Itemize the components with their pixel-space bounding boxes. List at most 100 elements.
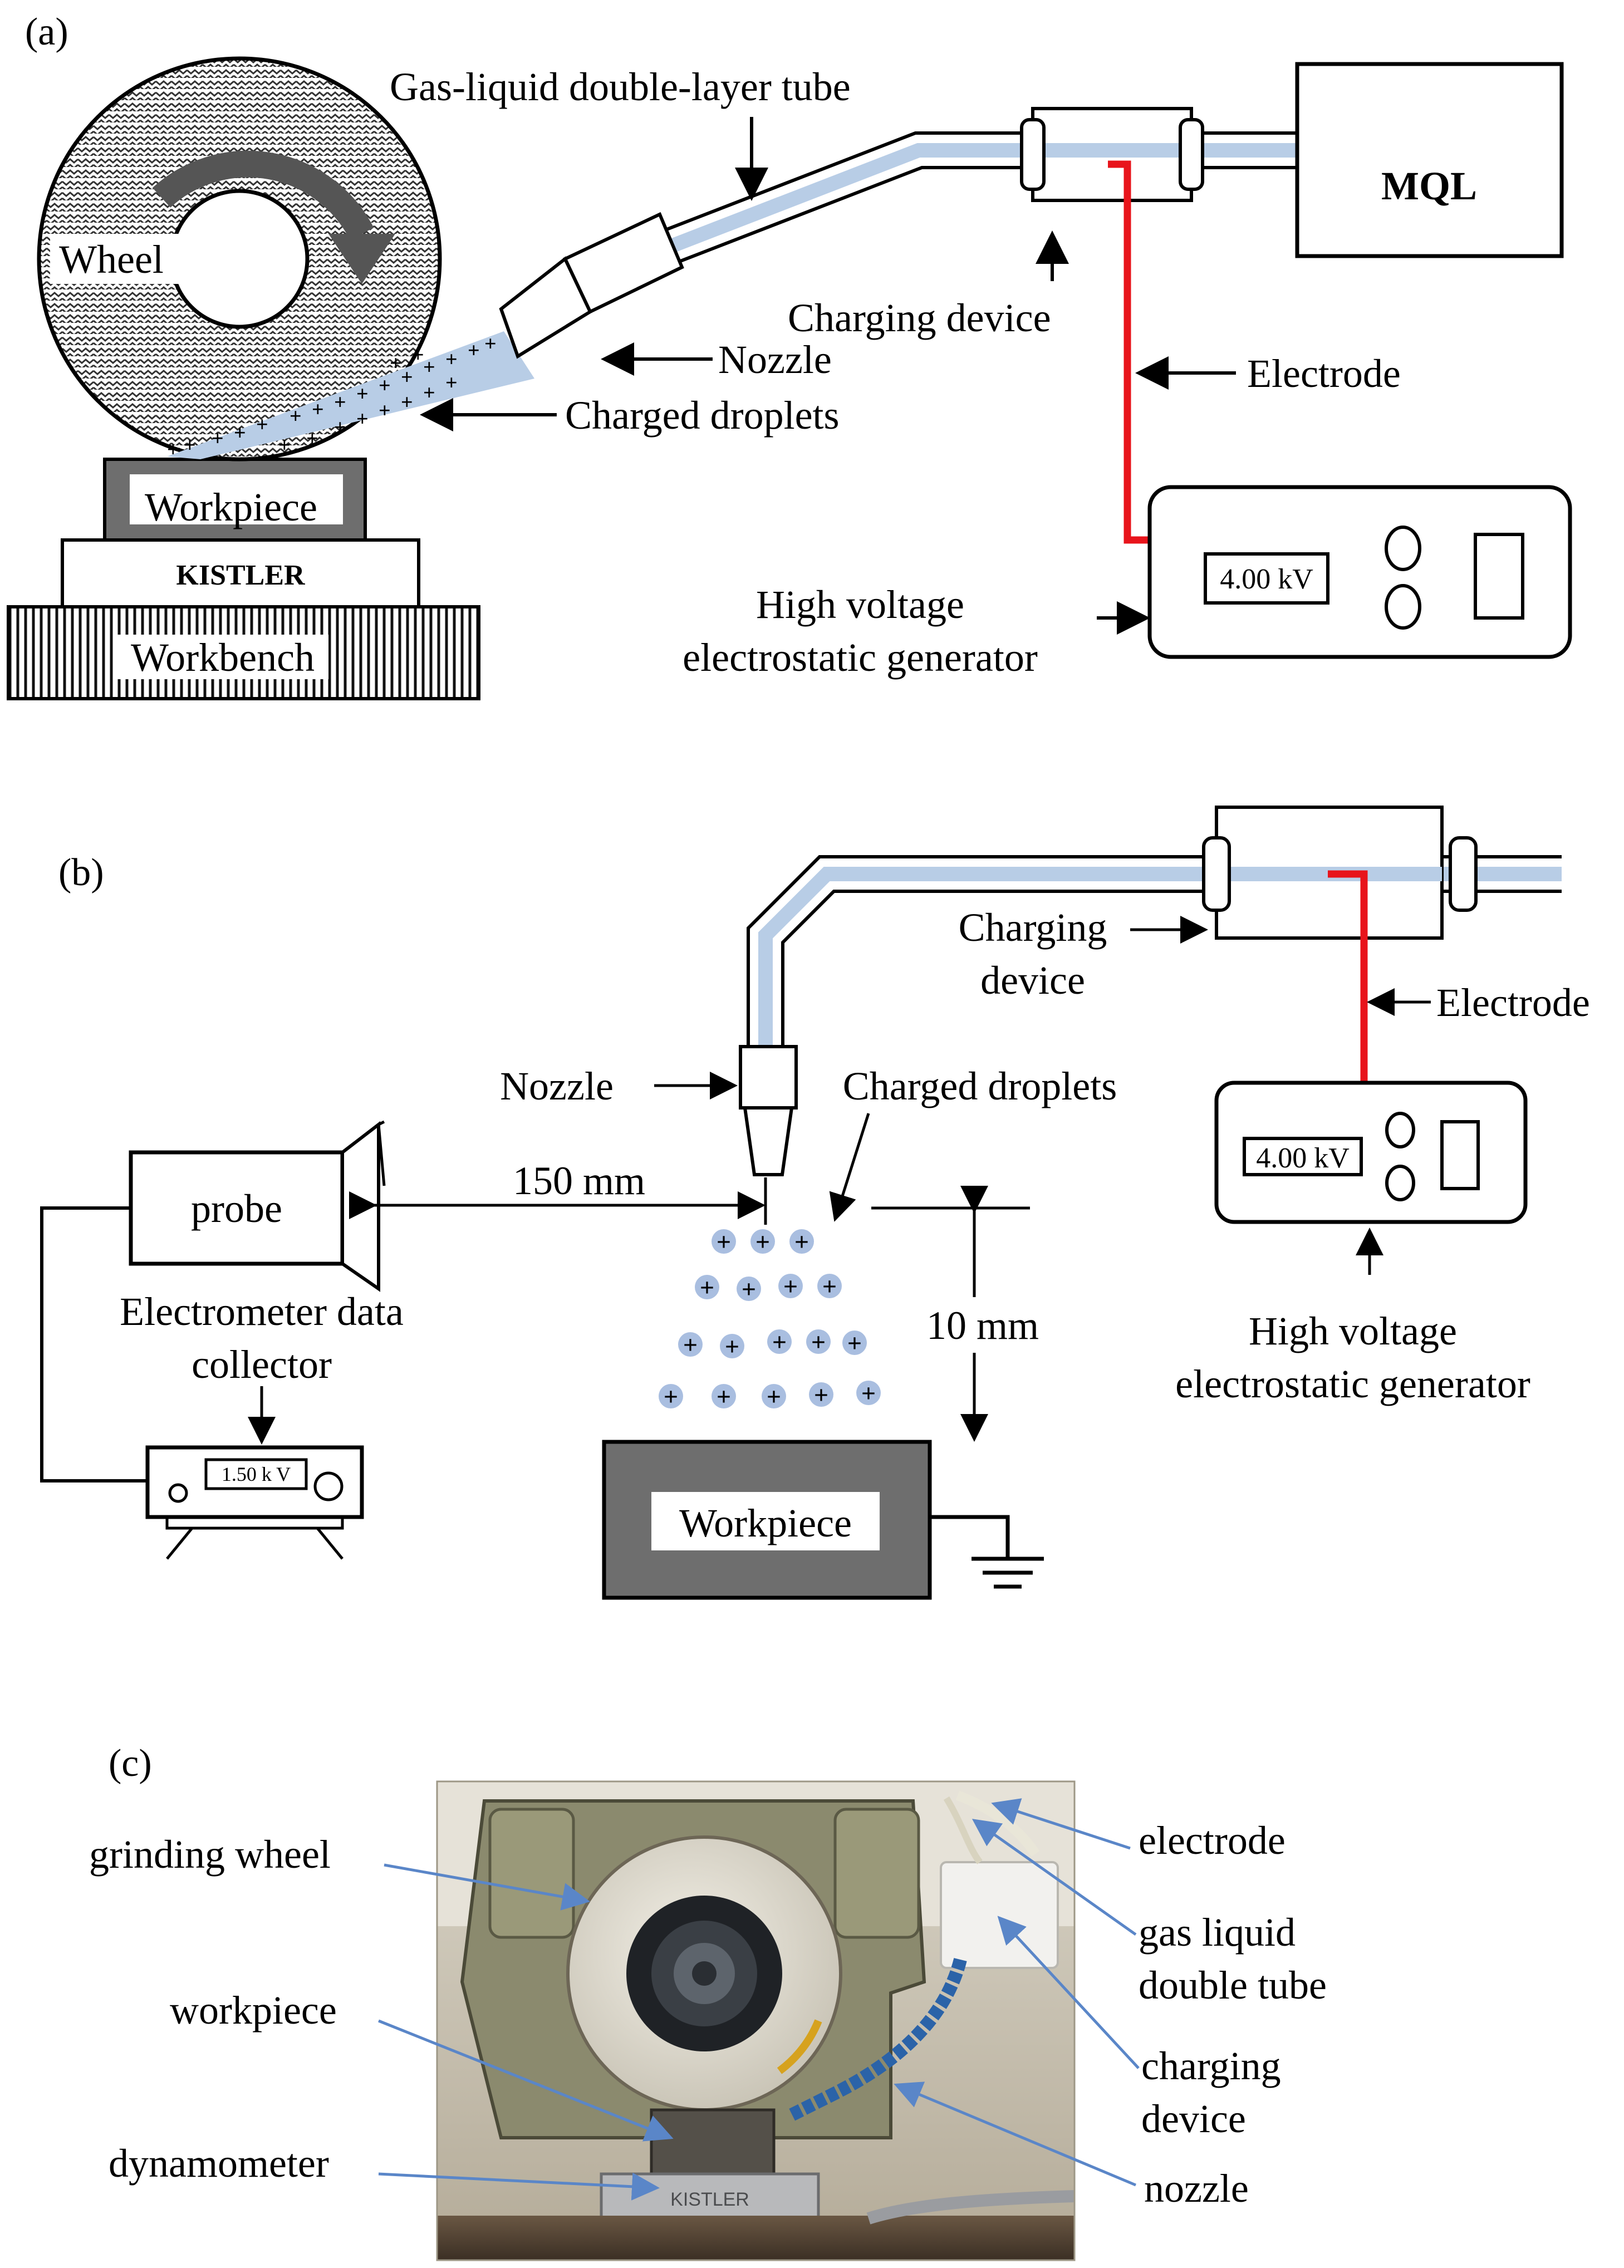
probe <box>129 1150 345 1266</box>
height-label-bg <box>910 1297 1038 1353</box>
svg-text:+: + <box>717 1228 731 1256</box>
svg-text:+: + <box>742 1275 756 1303</box>
c-electrode-label: electrode <box>1139 1818 1286 1863</box>
workpiece-label: Workpiece <box>145 485 317 529</box>
c-workpiece-arrow <box>378 2019 674 2142</box>
collector-leg-left <box>166 1527 193 1560</box>
svg-text:+: + <box>468 339 480 362</box>
c-grinding-wheel-label: grinding wheel <box>89 1832 331 1877</box>
svg-text:+: + <box>290 405 302 428</box>
svg-text:+: + <box>772 1328 787 1356</box>
c-nozzle-arrow <box>894 2082 1136 2187</box>
b-charging-flange-left <box>1202 836 1231 912</box>
b-charging-label-line1: Charging <box>959 905 1107 950</box>
svg-text:+: + <box>783 1272 798 1300</box>
hv-switch <box>1474 533 1524 620</box>
experiment-photo: KISTLER <box>436 1780 1076 2261</box>
panel-a-label: (a) <box>25 11 68 53</box>
charging-device-label: Charging device <box>788 296 1051 340</box>
svg-text:+: + <box>184 434 196 457</box>
c-tube-arrow <box>972 1819 1137 1936</box>
b-hv-switch <box>1440 1120 1480 1190</box>
svg-text:+: + <box>725 1332 739 1361</box>
svg-text:+: + <box>755 1228 770 1256</box>
c-tube-label-line2: double tube <box>1139 1963 1327 2007</box>
b-charged-droplets-arrow <box>829 1113 870 1222</box>
rotation-arrow-head <box>328 234 395 284</box>
svg-text:+: + <box>306 427 318 450</box>
svg-text:+: + <box>167 438 179 462</box>
wheel-label-bg <box>50 234 181 284</box>
b-generator-label-line2: electrostatic generator <box>1175 1362 1530 1406</box>
svg-text:+: + <box>212 427 224 450</box>
svg-text:+: + <box>794 1228 809 1256</box>
hv-display-value: 4.00 kV <box>1220 563 1313 595</box>
svg-text:+: + <box>234 421 246 445</box>
kistler-label: KISTLER <box>176 559 306 591</box>
panel-c-label: (c) <box>109 1742 152 1785</box>
c-dynamometer-label: dynamometer <box>109 2141 329 2186</box>
charging-flange-left <box>1020 118 1046 191</box>
svg-text:+: + <box>847 1329 862 1357</box>
b-charged-droplets-label: Charged droplets <box>843 1064 1117 1108</box>
probe-label: probe <box>191 1186 282 1231</box>
svg-text:+: + <box>312 398 324 421</box>
b-hv-knob-bottom <box>1385 1165 1415 1201</box>
collector-leg-right <box>316 1527 344 1560</box>
charging-flange-right <box>1179 118 1204 191</box>
workpiece-label-bg <box>130 474 343 524</box>
photo-kistler-text: KISTLER <box>670 2189 749 2210</box>
electrode-wire <box>1108 160 1150 544</box>
hv-knob-top <box>1385 526 1421 571</box>
svg-text:+: + <box>412 343 424 367</box>
svg-text:+: + <box>256 413 268 436</box>
wheel-hub <box>169 189 310 329</box>
nozzle-label: Nozzle <box>718 337 832 382</box>
svg-text:+: + <box>814 1381 828 1409</box>
c-workpiece-label: workpiece <box>170 1988 337 2033</box>
electrode-label: Electrode <box>1247 351 1401 396</box>
svg-text:+: + <box>767 1382 781 1411</box>
c-tube-label-line1: gas liquid <box>1139 1910 1296 1955</box>
svg-text:+: + <box>423 381 435 405</box>
ground-symbol <box>930 1515 1044 1589</box>
height-label: 10 mm <box>926 1303 1039 1348</box>
distance-label: 150 mm <box>513 1158 645 1203</box>
svg-text:+: + <box>334 416 346 439</box>
c-dynamometer-arrow <box>378 2172 660 2201</box>
svg-text:+: + <box>717 1382 731 1411</box>
svg-text:+: + <box>390 352 402 375</box>
svg-text:+: + <box>401 366 413 389</box>
panel-c: (c) KISTLER <box>89 1742 1327 2261</box>
panel-a: (a) Workbench KISTLER Workpiece Wheel ++… <box>7 11 1572 700</box>
collector-display <box>204 1458 308 1490</box>
svg-text:+: + <box>664 1382 678 1411</box>
svg-text:+: + <box>379 374 391 397</box>
svg-text:+: + <box>401 391 413 414</box>
svg-text:+: + <box>379 399 391 423</box>
workbench-label-bg <box>117 635 328 679</box>
probe-head <box>341 1121 380 1292</box>
generator-label-line2: electrostatic generator <box>683 635 1038 680</box>
charged-droplets-label: Charged droplets <box>565 393 840 438</box>
panel-b: (b) 4.00 kV <box>40 806 1590 1600</box>
hv-display <box>1204 552 1329 605</box>
c-electrode-arrow <box>991 1798 1131 1850</box>
c-charging-label-line2: device <box>1141 2097 1246 2141</box>
svg-text:+: + <box>683 1331 698 1359</box>
hv-knob-bottom <box>1385 584 1421 630</box>
wheel-label: Wheel <box>59 237 164 282</box>
b-electrode-wire <box>1328 870 1368 1083</box>
svg-text:+: + <box>445 348 458 371</box>
collector-label-line1: Electrometer data <box>120 1289 404 1334</box>
b-hv-knob-top <box>1385 1112 1415 1148</box>
charged-droplets-spray <box>167 331 534 459</box>
collector-knob-large <box>313 1471 344 1501</box>
panel-b-label: (b) <box>58 851 104 894</box>
mql-unit <box>1295 62 1564 258</box>
b-charging-label-line2: device <box>980 958 1085 1003</box>
rotation-arrow-body <box>152 150 374 240</box>
b-droplets: +++ ++++ +++++ +++++ <box>659 1228 881 1411</box>
c-charging-arrow <box>997 1916 1140 2069</box>
hv-generator <box>1147 485 1572 659</box>
